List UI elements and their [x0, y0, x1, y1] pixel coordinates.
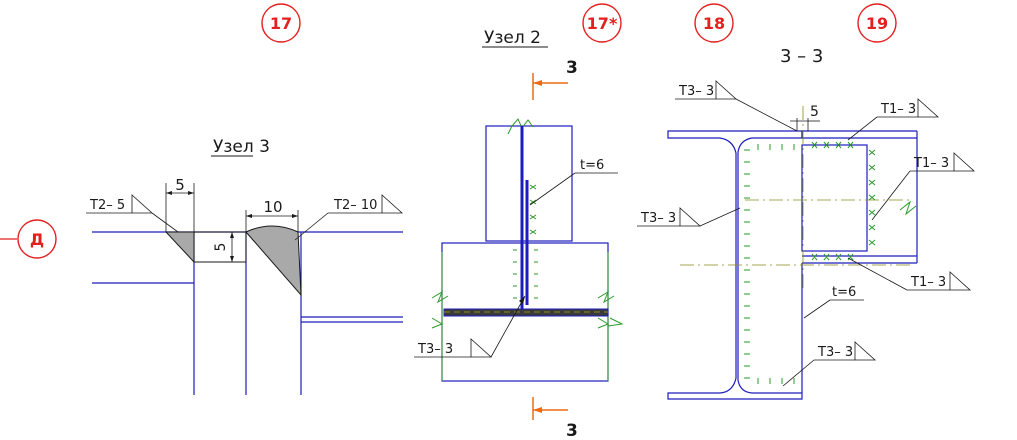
thickness-note-node2: t=6 — [580, 158, 604, 173]
section-mark-top: 3 — [566, 58, 578, 78]
dimension-5-section: 5 — [810, 104, 819, 120]
node3-title: Узел 3 — [213, 137, 270, 157]
dimension-5-top: 5 — [175, 176, 185, 194]
node2-title: Узел 2 — [484, 28, 541, 48]
section-mark-bottom: 3 — [566, 421, 578, 440]
axis-marker-d: Д — [0, 219, 57, 259]
weld-mark-t3-3-node2: Т3– 3 — [417, 342, 453, 357]
svg-text:18: 18 — [703, 14, 725, 33]
axis-marker-17: 17 — [261, 3, 301, 43]
node2-detail: Узел 2 3 3 t=6 — [414, 28, 624, 440]
weld-small — [164, 231, 195, 264]
svg-text:17*: 17* — [587, 14, 618, 33]
svg-text:19: 19 — [866, 14, 888, 33]
weld-mark-t3-3-bottom: Т3– 3 — [817, 345, 853, 360]
axis-marker-17-star: 17* — [582, 3, 622, 43]
section-title: 3 – 3 — [780, 46, 823, 67]
weld-mark-t1-3-right: Т1– 3 — [913, 156, 949, 171]
weld-mark-t1-3-top: Т1– 3 — [880, 102, 916, 117]
weld-mark-t2-10: Т2– 10 — [333, 198, 377, 213]
section-3-3: 3 – 3 5 — [637, 46, 976, 400]
weld-large — [245, 225, 302, 297]
thickness-note-section: t=6 — [832, 285, 856, 300]
axis-marker-18: 18 — [694, 3, 734, 43]
weld-mark-t3-3-top: Т3– 3 — [678, 84, 714, 99]
node3-detail: Узел 3 5 10 5 Т2– — [86, 137, 404, 395]
svg-text:17: 17 — [270, 14, 292, 33]
weld-mark-t2-5: Т2– 5 — [89, 198, 125, 213]
svg-text:Д: Д — [30, 230, 44, 249]
weld-mark-t3-3-left: Т3– 3 — [640, 211, 676, 226]
dimension-10: 10 — [263, 198, 282, 216]
weld-mark-t1-3-bottom: Т1– 3 — [910, 275, 946, 290]
axis-marker-19: 19 — [857, 3, 897, 43]
dimension-5-gap: 5 — [213, 243, 229, 252]
